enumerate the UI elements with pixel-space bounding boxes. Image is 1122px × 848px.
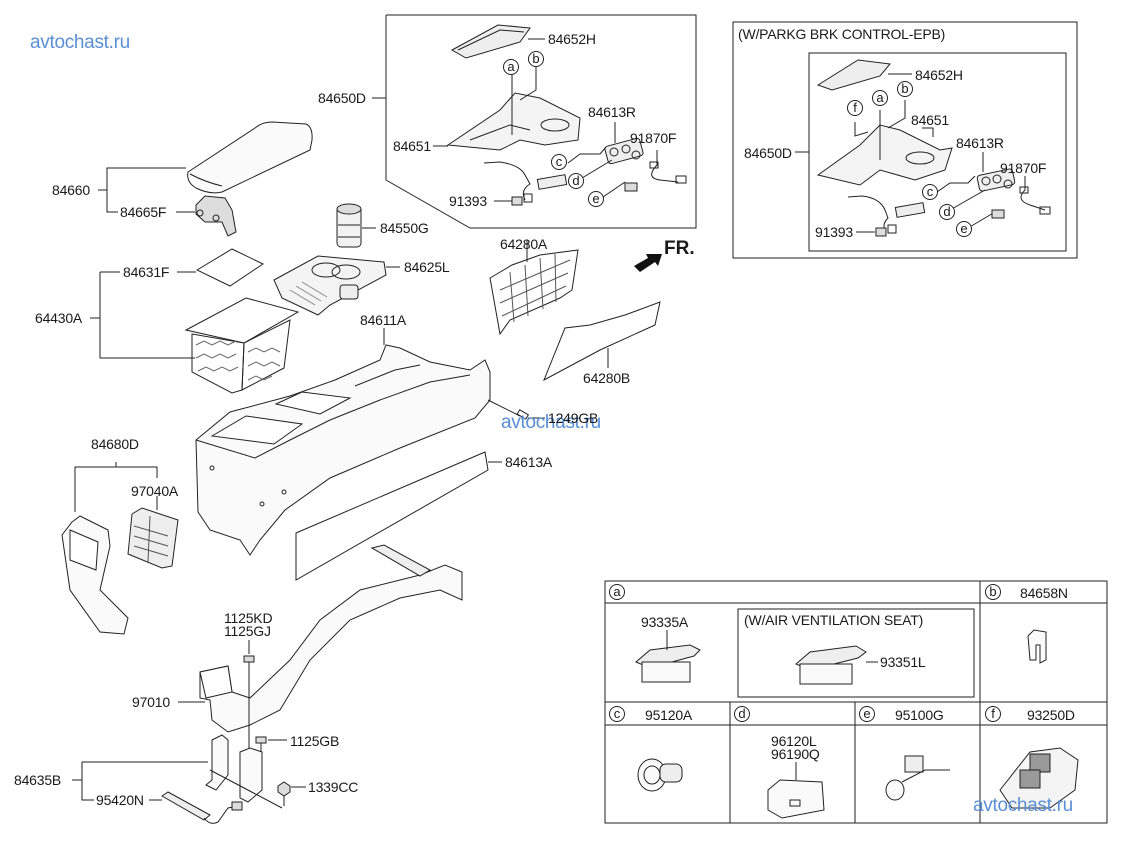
part-label-1339CC[interactable]: 1339CC (308, 779, 359, 795)
epb-label-91393[interactable]: 91393 (815, 224, 853, 240)
part-84660-drawing (188, 122, 312, 193)
inset-main-border (386, 15, 696, 228)
epb-label-84613R[interactable]: 84613R (956, 135, 1004, 151)
legend-letter-e: e (859, 706, 875, 722)
legend-95120A-drawing (638, 759, 682, 791)
inset-label-91393[interactable]: 91393 (449, 193, 487, 209)
legend-part-93335A[interactable]: 93335A (641, 614, 689, 630)
part-label-97040A[interactable]: 97040A (131, 483, 179, 499)
part-97010-drawing (200, 545, 462, 732)
legend-letter-b: b (985, 584, 1001, 600)
callout-e[interactable]: e (588, 191, 604, 207)
nut-1339CC-drawing (278, 782, 306, 806)
epb-callout-d[interactable]: d (939, 204, 955, 220)
part-label-84631F[interactable]: 84631F (123, 264, 170, 280)
part-label-84613A[interactable]: 84613A (505, 454, 553, 470)
legend-93335A-drawing (636, 630, 700, 682)
legend-84658N-drawing (1028, 630, 1046, 663)
epb-callout-e[interactable]: e (956, 221, 972, 237)
legend-table-grid (605, 581, 1107, 823)
part-84680D-drawing (62, 516, 128, 634)
inset-epb-outer-border (733, 22, 1077, 258)
callout-a[interactable]: a (503, 59, 519, 75)
part-label-84625L[interactable]: 84625L (404, 259, 450, 275)
part-label-84550G[interactable]: 84550G (380, 220, 429, 236)
legend-letter-d: d (734, 706, 750, 722)
inset-label-84651[interactable]: 84651 (393, 138, 431, 154)
front-arrow-icon (634, 254, 662, 272)
part-64280A-drawing (490, 240, 578, 334)
inset-label-91870F[interactable]: 91870F (630, 130, 677, 146)
part-label-1249GB[interactable]: 1249GB (548, 410, 599, 426)
part-64280B-drawing (544, 302, 660, 380)
epb-label-84651[interactable]: 84651 (911, 112, 949, 128)
epb-label-84652H[interactable]: 84652H (915, 67, 963, 83)
part-label-84635B[interactable]: 84635B (14, 772, 62, 788)
part-label-1125GB[interactable]: 1125GB (290, 733, 340, 749)
epb-part-84652H-drawing (818, 60, 912, 90)
watermark: avtochast.ru (501, 412, 601, 433)
part-84651-drawing (433, 93, 580, 150)
legend-part-95120A[interactable]: 95120A (645, 707, 693, 723)
legend-letter-a: a (609, 584, 625, 600)
part-label-84650D[interactable]: 84650D (318, 90, 366, 106)
legend-part-96120L[interactable]: 96120L (771, 733, 817, 749)
part-84631F-drawing (197, 249, 263, 286)
part-64430A-drawing (186, 298, 298, 393)
epb-callout-a[interactable]: a (872, 90, 888, 106)
part-label-95420N[interactable]: 95420N (96, 792, 144, 808)
part-95420N-drawing (149, 792, 242, 823)
epb-label-84650D[interactable]: 84650D (744, 145, 792, 161)
inset-label-84613R[interactable]: 84613R (588, 104, 636, 120)
part-label-84680D[interactable]: 84680D (91, 436, 139, 452)
legend-letter-c: c (609, 706, 625, 722)
legend-part-96190Q[interactable]: 96190Q (771, 746, 820, 762)
watermark: avtochast.ru (973, 795, 1073, 816)
front-direction-label: FR. (664, 238, 695, 259)
part-label-64280A[interactable]: 64280A (500, 236, 548, 252)
part-84665F-drawing (176, 196, 236, 236)
part-84611A-drawing (196, 328, 490, 555)
part-84613A-drawing (296, 452, 502, 580)
epb-part-84613R-drawing (937, 152, 1015, 228)
epb-callout-c[interactable]: c (922, 184, 938, 200)
legend-subtitle-air-ventilation-seat: (W/AIR VENTILATION SEAT) (744, 612, 924, 628)
epb-label-91870F[interactable]: 91870F (1000, 160, 1047, 176)
legend-part-93250D[interactable]: 93250D (1027, 707, 1075, 723)
epb-callout-f[interactable]: f (847, 100, 863, 116)
callout-b[interactable]: b (528, 51, 544, 67)
part-label-84660[interactable]: 84660 (52, 182, 90, 198)
part-84652H-drawing (452, 25, 545, 58)
part-84625L-drawing (274, 256, 400, 315)
callout-d[interactable]: d (568, 173, 584, 189)
epb-callout-b[interactable]: b (897, 81, 913, 97)
part-label-1125GJ[interactable]: 1125GJ (224, 623, 271, 639)
legend-93250D-drawing (1000, 748, 1078, 808)
part-84635B-drawing (206, 735, 282, 808)
part-84550G-drawing (337, 204, 376, 247)
legend-96120L-drawing (768, 762, 824, 818)
part-label-64280B[interactable]: 64280B (583, 370, 631, 386)
watermark: avtochast.ru (30, 32, 130, 53)
legend-letter-f: f (985, 706, 1001, 722)
part-label-84665F[interactable]: 84665F (120, 204, 167, 220)
part-label-84611A[interactable]: 84611A (360, 312, 407, 328)
part-label-97010[interactable]: 97010 (132, 694, 170, 710)
epb-part-84651-drawing (818, 125, 952, 185)
legend-part-95100G[interactable]: 95100G (895, 707, 944, 723)
epb-inset-title: (W/PARKG BRK CONTROL-EPB) (738, 26, 946, 42)
inset-label-84652H[interactable]: 84652H (548, 31, 596, 47)
part-label-1125KD[interactable]: 1125KD (224, 610, 273, 626)
callout-c[interactable]: c (551, 154, 567, 170)
part-84613R-drawing (568, 122, 644, 197)
legend-93351L-drawing (796, 646, 878, 684)
part-label-64430A[interactable]: 64430A (35, 310, 83, 326)
part-97040A-drawing (128, 508, 178, 568)
legend-95100G-drawing (886, 756, 950, 800)
legend-part-93351L[interactable]: 93351L (880, 654, 926, 670)
legend-part-84658N[interactable]: 84658N (1020, 585, 1068, 601)
